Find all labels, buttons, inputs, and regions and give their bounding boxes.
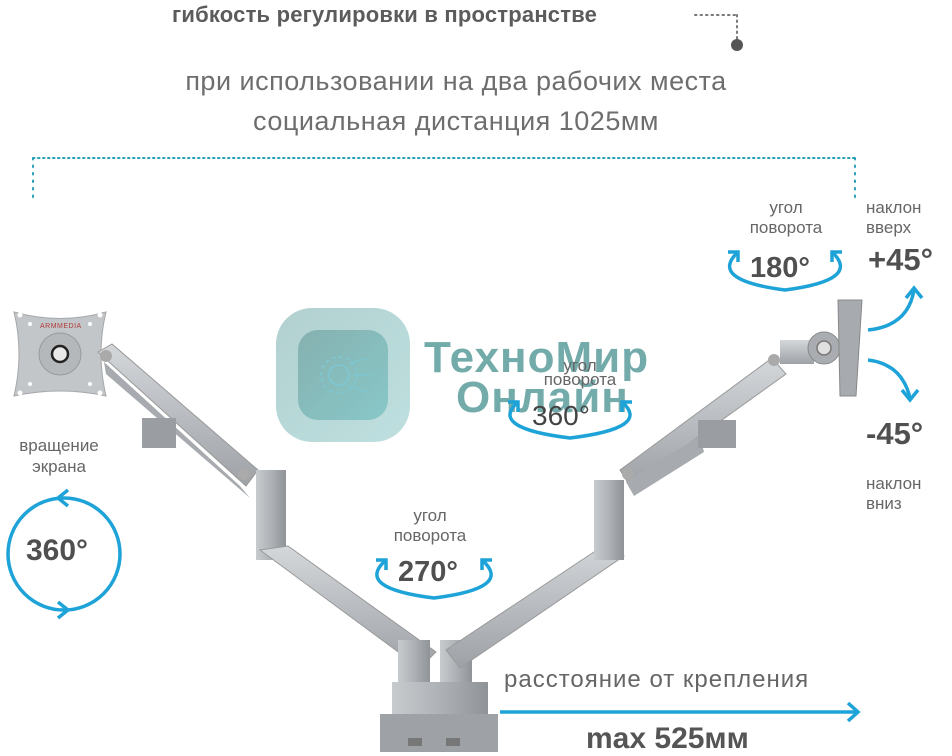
page-heading: гибкость регулировки в пространстве (172, 2, 598, 27)
gear-icon (320, 356, 370, 394)
center-upper-value: 360° (532, 400, 590, 431)
center-upper-label-2: поворота (543, 370, 617, 389)
rotate-arc-arrow-icon (727, 250, 843, 292)
left-vesa-plate (13, 311, 107, 397)
tilt-down-label-1: наклон (866, 474, 922, 493)
tilt-up-arrow-icon (867, 285, 924, 332)
right-rotate-label-1: угол (769, 198, 803, 217)
watermark-line-1: ТехноМир (424, 333, 650, 382)
brand-logo: armmedia (40, 323, 82, 330)
subtitle-line-2: социальная дистанция 1025мм (253, 106, 659, 136)
tilt-up-label-2: вверх (866, 218, 912, 237)
tilt-down-arrow-icon (867, 358, 920, 403)
rotate-circle-arrow-icon (6, 488, 122, 620)
center-upper-label-1: угол (563, 356, 597, 375)
distance-value: max 525мм (586, 722, 749, 755)
rotate-arc-arrow-icon (508, 400, 632, 440)
distance-arrow-icon (500, 701, 861, 723)
left-rotation-label-2: экрана (32, 457, 86, 476)
tilt-up-label-1: наклон (866, 198, 922, 217)
dotted-connector-icon (694, 14, 743, 51)
center-lower-label-2: поворота (393, 526, 467, 545)
right-rotate-value: 180° (750, 252, 810, 284)
center-lower-label-1: угол (413, 506, 447, 525)
tilt-up-value: +45° (868, 242, 933, 277)
distance-bracket-icon (32, 157, 856, 201)
tilt-down-label-2: вниз (866, 494, 902, 513)
rotate-arc-arrow-icon (375, 558, 493, 600)
distance-label: расстояние от крепления (504, 666, 810, 693)
watermark-logo-icon (276, 308, 410, 442)
subtitle-line-1: при использовании на два рабочих места (185, 66, 727, 96)
watermark-line-2: Онлайн (456, 373, 629, 422)
left-rotation-value: 360° (26, 534, 89, 567)
left-rotation-label-1: вращение (19, 436, 99, 455)
center-lower-value: 270° (398, 556, 458, 588)
tilt-down-value: -45° (866, 416, 924, 451)
right-rotate-label-2: поворота (749, 218, 823, 237)
